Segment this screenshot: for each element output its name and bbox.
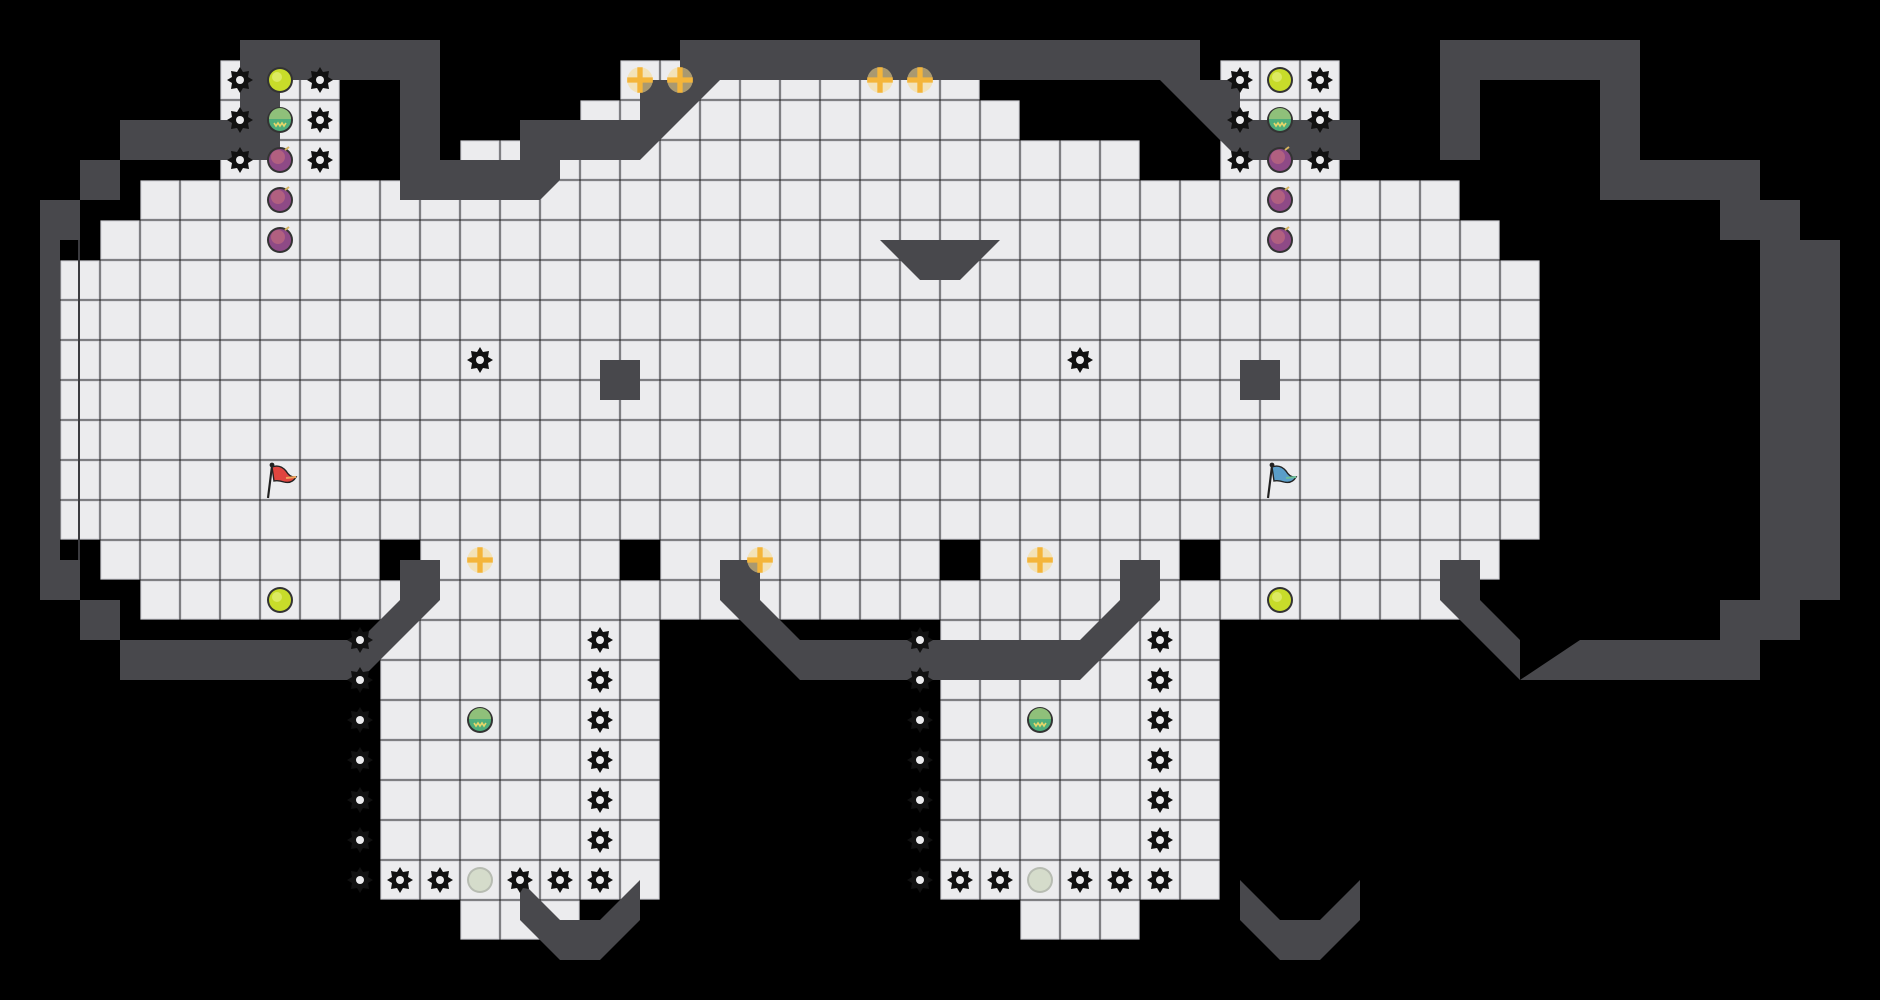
boost-icon xyxy=(747,547,773,573)
spike-icon xyxy=(907,747,933,773)
bomb-icon xyxy=(266,186,294,214)
spike-icon xyxy=(347,787,373,813)
bomb-icon xyxy=(1266,146,1294,174)
bomb-icon xyxy=(266,146,294,174)
jukejuice-icon xyxy=(1026,706,1054,734)
jukejuice-icon xyxy=(266,106,294,134)
bomb-icon xyxy=(1266,226,1294,254)
boost-icon xyxy=(667,67,693,93)
spike-icon xyxy=(347,707,373,733)
bomb-icon xyxy=(266,226,294,254)
inactive-orb-icon xyxy=(467,867,493,893)
boost-icon xyxy=(1027,547,1053,573)
spike-icon xyxy=(907,867,933,893)
boost-icon xyxy=(907,67,933,93)
jukejuice-icon xyxy=(1266,106,1294,134)
spike-icon xyxy=(907,827,933,853)
boost-icon xyxy=(467,547,493,573)
spike-icon xyxy=(347,867,373,893)
boost-icon xyxy=(627,67,653,93)
spike-icon xyxy=(347,747,373,773)
jukejuice-icon xyxy=(466,706,494,734)
powerup-icon xyxy=(1267,587,1293,613)
powerup-icon xyxy=(1267,67,1293,93)
spike-icon xyxy=(907,707,933,733)
powerup-icon xyxy=(267,67,293,93)
inactive-orb-icon xyxy=(1027,867,1053,893)
boost-icon xyxy=(867,67,893,93)
spike-icon xyxy=(907,787,933,813)
walls xyxy=(40,40,1840,960)
powerup-icon xyxy=(267,587,293,613)
bomb-icon xyxy=(1266,186,1294,214)
spike-icon xyxy=(347,827,373,853)
